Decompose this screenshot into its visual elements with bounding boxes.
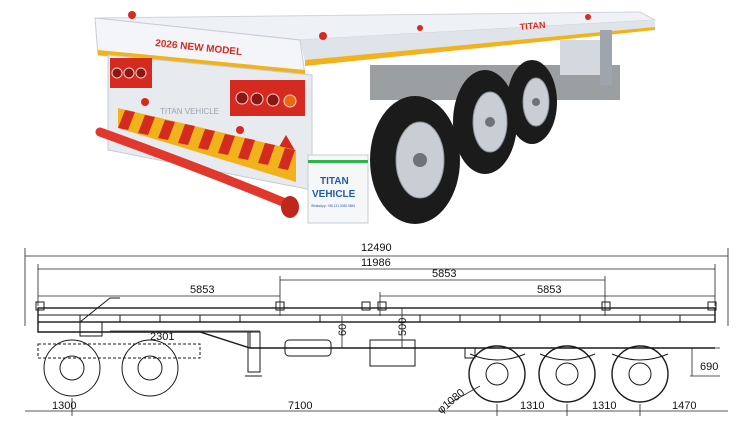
mudflap-line1: TITAN [320,176,349,187]
trailer-wheel-2 [538,345,596,403]
dim-left-span: 5853 [190,284,214,296]
trailer-wheel-1 [468,345,526,403]
dim-right-span: 5853 [537,284,561,296]
rear-bumper-bar [95,127,295,210]
dim-rear-overhang-height: 690 [700,361,718,373]
rear-axle-tire [370,96,460,224]
trailer-wheel-3 [611,345,669,403]
deck-rail [37,307,716,323]
deck-stripe [305,27,655,66]
dim-side-rail-height: 60 [337,324,349,336]
dim-axle-spacing-1: 1310 [520,400,544,412]
technical-drawing: 12490 11986 5853 5853 5853 2301 [24,242,729,417]
side-brand: TITAN [519,20,546,32]
dim-rear-overhang: 1470 [672,400,696,412]
spare-tank [369,339,416,367]
tractor-wheel-1 [43,339,101,397]
dim-mid-span: 5853 [432,268,456,280]
dim-overall-length: 12490 [361,242,392,254]
dim-kingpin-to-axle: 7100 [288,400,312,412]
mudflap [307,154,369,224]
middle-axle-tire [453,70,517,174]
tool-box [284,339,332,357]
landing-gear [245,331,262,377]
rear-plate-text: TITAN VEHICLE [160,107,219,116]
dim-deck-length: 11986 [361,257,391,269]
front-axle-tire [507,60,557,144]
mudflap-phone: WhatsApp: +86 131 0045 9694 [311,204,355,208]
deck-side [300,20,655,62]
dim-front-landing-offset: 1300 [52,400,76,412]
dim-wheel-diameter: φ1080 [435,387,467,417]
dim-gooseneck-offset: 2301 [150,331,174,343]
mudflap-line2: VEHICLE [312,189,356,200]
tractor-wheel-2 [121,339,179,397]
dim-main-beam-height: 500 [397,318,409,336]
dim-axle-spacing-2: 1310 [592,400,616,412]
chevron-reflector [118,108,296,182]
trailer-photo: 2026 NEW MODEL TITAN TITAN VEHICLE [94,11,657,224]
